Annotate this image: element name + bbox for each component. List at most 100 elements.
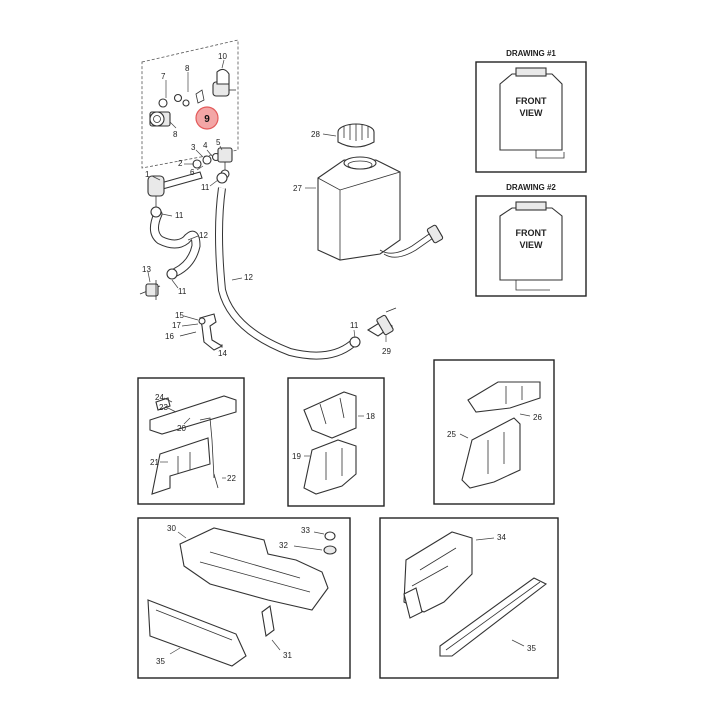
callout-11-c: 11 [171, 279, 187, 296]
fitting-subassembly [141, 39, 239, 169]
svg-text:29: 29 [382, 347, 391, 356]
svg-text:13: 13 [142, 265, 151, 274]
svg-text:FRONT: FRONT [516, 228, 547, 238]
bracket-box-b [287, 377, 385, 507]
callout-33: 33 [301, 526, 325, 535]
svg-text:15: 15 [175, 311, 184, 320]
callout-20: 20 [177, 417, 191, 433]
callout-8-bottom: 8 [169, 121, 178, 139]
svg-text:18: 18 [366, 412, 375, 421]
callout-1: 1 [145, 170, 161, 181]
callout-2: 2 [178, 159, 194, 168]
highlight-callout-9[interactable]: 9 [195, 106, 219, 130]
svg-text:35: 35 [156, 657, 165, 666]
svg-text:5: 5 [216, 138, 221, 147]
callout-11-a: 11 [201, 179, 219, 192]
svg-text:17: 17 [172, 321, 181, 330]
reservoir-27 [317, 156, 444, 261]
svg-text:31: 31 [283, 651, 292, 660]
svg-text:11: 11 [175, 211, 184, 220]
svg-text:26: 26 [533, 413, 542, 422]
bracket-box-d [137, 517, 351, 679]
callout-12-a: 12 [187, 231, 208, 241]
callout-17: 17 [172, 321, 199, 330]
elbow-29 [366, 307, 397, 337]
callout-25: 25 [447, 430, 469, 439]
svg-text:7: 7 [161, 72, 166, 81]
svg-text:27: 27 [293, 184, 302, 193]
svg-text:10: 10 [218, 52, 227, 61]
hose-long [215, 187, 355, 360]
svg-text:2: 2 [178, 159, 183, 168]
callout-11-d: 11 [350, 321, 359, 339]
callout-8-top: 8 [185, 64, 190, 92]
callout-7: 7 [161, 72, 167, 98]
callout-35-b: 35 [511, 639, 536, 653]
svg-text:8: 8 [173, 130, 178, 139]
callout-11-b: 11 [161, 211, 184, 220]
svg-text:23: 23 [159, 403, 168, 412]
callout-3: 3 [191, 143, 204, 158]
svg-text:34: 34 [497, 533, 506, 542]
callout-21: 21 [150, 458, 168, 467]
svg-text:9: 9 [204, 114, 210, 125]
callout-13: 13 [142, 265, 151, 283]
callout-5: 5 [216, 138, 223, 151]
callout-35-a: 35 [156, 647, 181, 666]
svg-text:VIEW: VIEW [519, 240, 543, 250]
svg-text:32: 32 [279, 541, 288, 550]
callout-10: 10 [218, 52, 227, 69]
callout-29: 29 [382, 334, 391, 356]
bracket-box-c [433, 359, 555, 505]
bracket-box-e [379, 517, 559, 679]
drawing-2-panel: DRAWING #2 FRONT VIEW [475, 183, 587, 297]
highlight-marker[interactable] [195, 106, 219, 130]
svg-text:FRONT: FRONT [516, 96, 547, 106]
svg-text:19: 19 [292, 452, 301, 461]
svg-text:30: 30 [167, 524, 176, 533]
svg-text:1: 1 [145, 170, 150, 179]
callout-12-b: 12 [231, 273, 253, 282]
callout-27: 27 [293, 184, 316, 193]
svg-text:4: 4 [203, 141, 208, 150]
fitting-13 [139, 280, 161, 300]
bracket-14 [179, 313, 224, 351]
svg-text:24: 24 [155, 393, 164, 402]
svg-text:12: 12 [244, 273, 253, 282]
svg-text:20: 20 [177, 424, 186, 433]
svg-text:DRAWING #1: DRAWING #1 [506, 49, 556, 58]
callout-26: 26 [519, 413, 542, 422]
hose-short [150, 209, 201, 277]
callout-14: 14 [218, 344, 227, 358]
bracket-box-a [137, 377, 245, 505]
svg-text:12: 12 [199, 231, 208, 240]
cap-28 [337, 123, 375, 148]
callout-23: 23 [159, 403, 177, 413]
drawing-1-panel: DRAWING #1 FRONT VIEW [475, 49, 587, 173]
callout-31: 31 [271, 639, 292, 660]
svg-text:16: 16 [165, 332, 174, 341]
svg-text:25: 25 [447, 430, 456, 439]
callout-28: 28 [311, 130, 337, 139]
callout-4: 4 [203, 141, 213, 157]
svg-text:6: 6 [190, 168, 195, 177]
clamps [150, 172, 361, 348]
svg-text:11: 11 [201, 183, 210, 192]
svg-text:VIEW: VIEW [519, 108, 543, 118]
callout-6: 6 [190, 165, 204, 177]
svg-text:35: 35 [527, 644, 536, 653]
callout-15: 15 [175, 311, 199, 321]
callout-30: 30 [167, 524, 187, 539]
callout-18: 18 [358, 412, 375, 421]
svg-text:8: 8 [185, 64, 190, 73]
svg-text:22: 22 [227, 474, 236, 483]
svg-text:DRAWING #2: DRAWING #2 [506, 183, 556, 192]
callout-22: 22 [222, 474, 236, 483]
callout-19: 19 [292, 452, 310, 461]
svg-text:33: 33 [301, 526, 310, 535]
callout-24: 24 [155, 393, 173, 403]
svg-text:14: 14 [218, 349, 227, 358]
svg-text:11: 11 [350, 321, 359, 330]
svg-text:28: 28 [311, 130, 320, 139]
svg-text:21: 21 [150, 458, 159, 467]
